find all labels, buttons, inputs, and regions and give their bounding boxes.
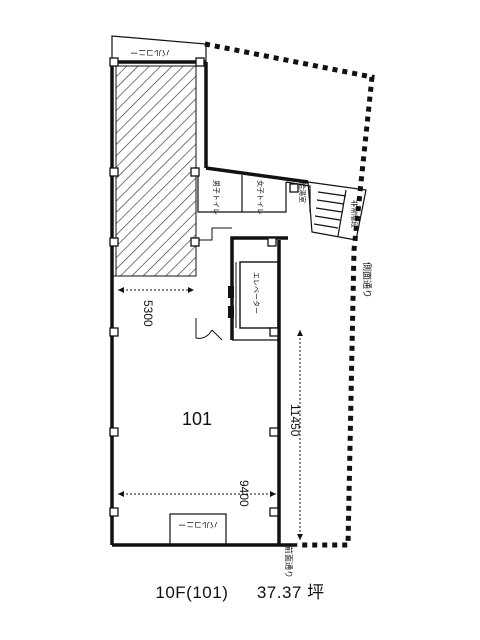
elevator-label: エレベーター: [252, 272, 261, 314]
toilet-men-label: 男子トイレ: [212, 180, 220, 215]
dim-9400: 9400: [237, 480, 251, 507]
toilet-women-label: 女子トイレ: [256, 180, 265, 215]
floor-caption: 10F(101) 37.37 坪: [0, 578, 480, 603]
balcony-top-label: バルコニー: [130, 48, 170, 57]
road-side-label: 側面通り: [361, 262, 373, 298]
road-front-label: 前面通り: [284, 546, 294, 578]
columns: [109, 57, 299, 517]
dimension-arrows: [118, 287, 303, 540]
balcony-bottom: [169, 513, 227, 546]
dimension-lines: [118, 289, 301, 540]
balcony-bottom-label: バルコニー: [178, 520, 218, 529]
emergency-stair: [307, 181, 367, 241]
area-label: 37.37 坪: [256, 583, 325, 602]
site-boundary: [204, 41, 375, 548]
balcony-top: [111, 35, 207, 62]
corridor: [195, 227, 232, 341]
water-room-label: 給湯室: [298, 182, 307, 203]
floor-label: 10F(101): [155, 583, 229, 602]
dim-11450: 11450: [288, 404, 302, 437]
emergency-stair-label: 非常階段: [350, 200, 359, 228]
hatched-void: [115, 65, 197, 277]
dim-5300: 5300: [141, 300, 155, 327]
unit-label: 101: [182, 409, 212, 429]
